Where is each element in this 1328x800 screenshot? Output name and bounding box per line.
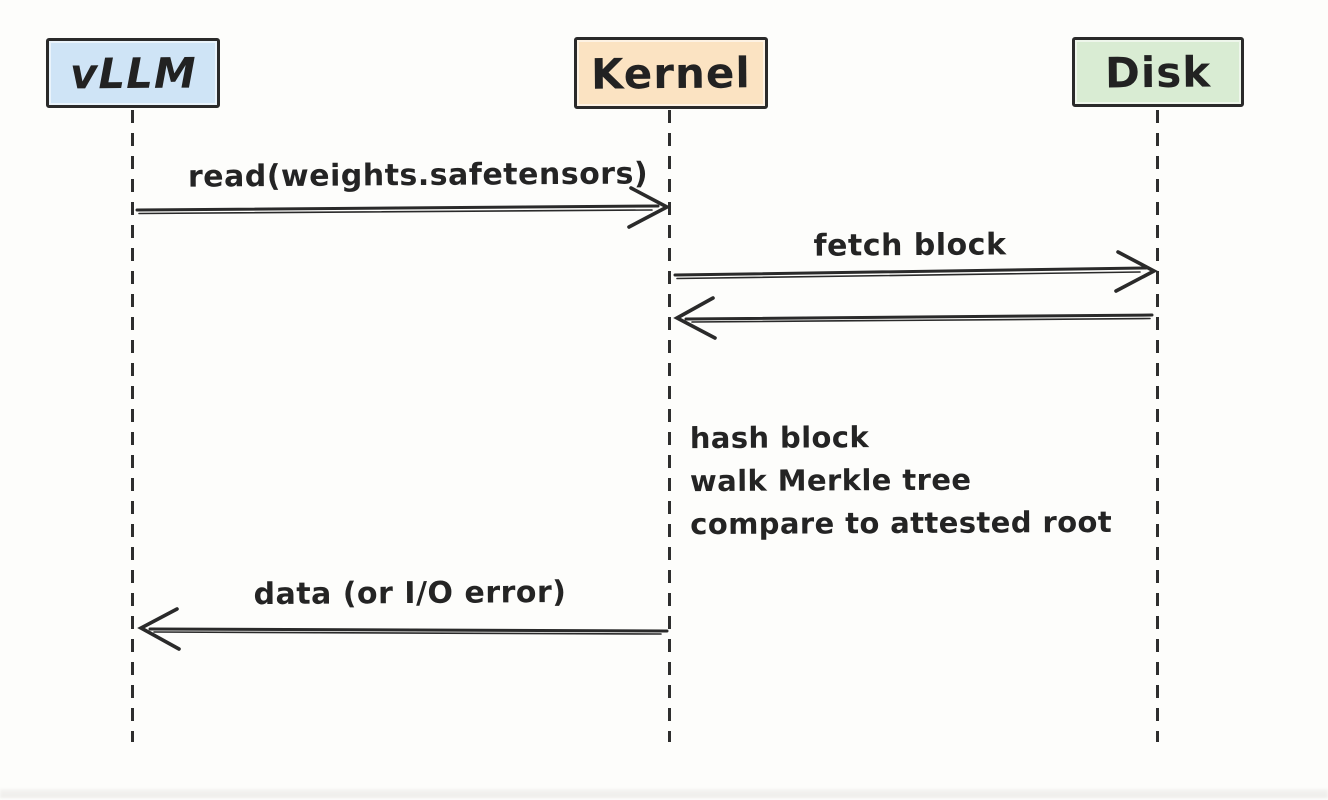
message-label-read: read(weights.safetensors)	[187, 156, 649, 195]
lifeline-disk	[1156, 110, 1160, 742]
actor-box-disk: Disk	[1072, 37, 1244, 107]
note-line-hash-block: hash block	[689, 420, 870, 456]
message-label-fetch-block: fetch block	[813, 227, 1007, 264]
message-label-data-or-error: data (or I/O error)	[253, 574, 567, 613]
lifeline-kernel	[668, 110, 672, 742]
arrow-return-disk-to-kernel	[673, 296, 1154, 340]
arrow-data-kernel-to-vllm	[137, 607, 669, 651]
lifeline-vllm	[131, 110, 135, 742]
arrow-read-vllm-to-kernel	[135, 186, 671, 229]
bottom-edge-smudge	[0, 789, 1328, 798]
note-line-compare-root: compare to attested root	[690, 504, 1113, 542]
kernel-note: hash block walk Merkle tree compare to a…	[690, 415, 1113, 546]
actor-box-vllm: vLLM	[46, 38, 220, 108]
arrow-fetch-kernel-to-disk	[673, 250, 1158, 293]
note-line-walk-merkle: walk Merkle tree	[689, 462, 972, 499]
actor-box-kernel: Kernel	[574, 37, 768, 109]
